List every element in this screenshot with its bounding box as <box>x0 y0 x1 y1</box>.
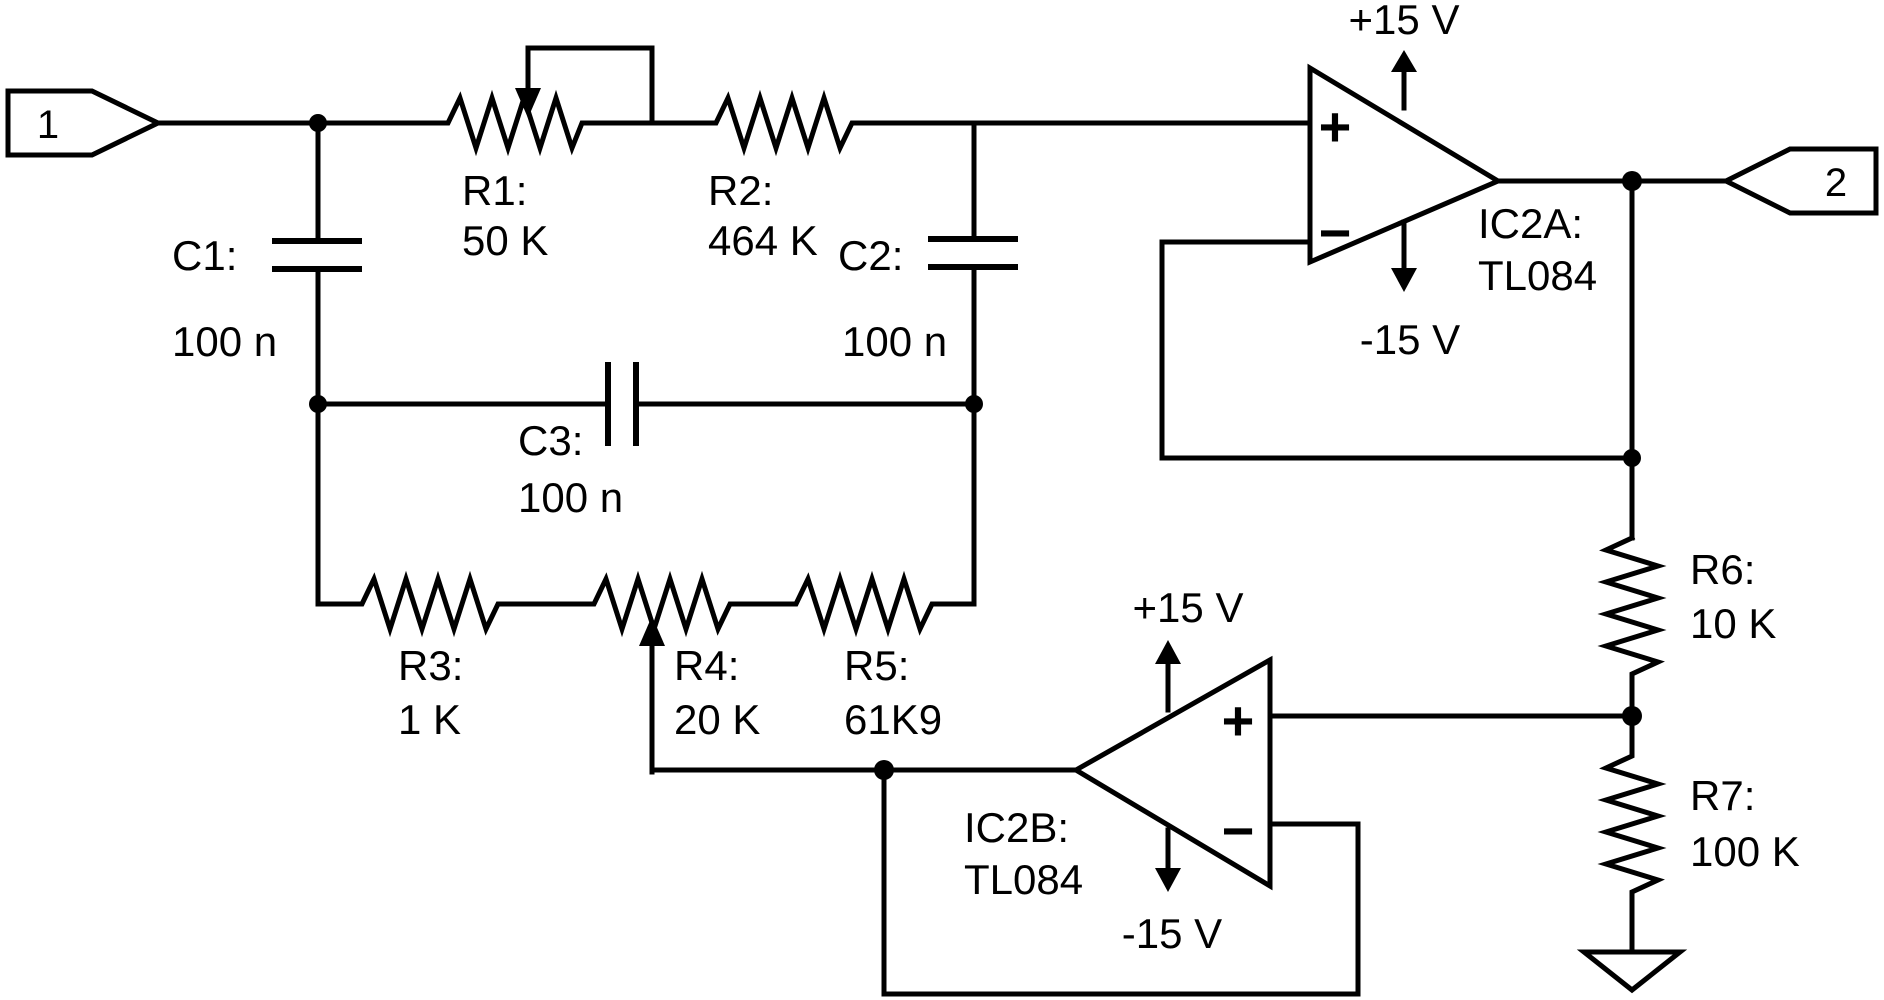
r6-value: 10 K <box>1690 600 1776 647</box>
c3-name: C3: <box>518 417 583 464</box>
r3-name: R3: <box>398 642 463 689</box>
c2-capacitor: C2: 100 n <box>838 120 1018 407</box>
ic2a-part: TL084 <box>1478 252 1597 299</box>
ic2b-name: IC2B: <box>964 804 1069 851</box>
r2-value: 464 K <box>708 217 818 264</box>
ic2b-plus-sign: + <box>1222 689 1255 752</box>
r4-value: 20 K <box>674 696 760 743</box>
c1-name: C1: <box>172 232 237 279</box>
r1-potentiometer: R1: 50 K <box>315 45 655 264</box>
r5-value: 61K9 <box>844 696 942 743</box>
r3-resistor: R3: 1 K <box>349 570 593 743</box>
c1-capacitor: C1: 100 n <box>172 120 362 407</box>
r4-name: R4: <box>674 642 739 689</box>
r7-name: R7: <box>1690 772 1755 819</box>
ic2b-vplus: +15 V <box>1133 584 1244 631</box>
c3-value: 100 n <box>518 474 623 521</box>
r5-name: R5: <box>844 642 909 689</box>
r4-potentiometer: R4: 20 K <box>587 570 797 775</box>
ic2a-vplus: +15 V <box>1349 0 1460 43</box>
ic2b-part: TL084 <box>964 856 1083 903</box>
ic2a-opamp: + − +15 V -15 V IC2A: TL084 <box>1307 0 1597 363</box>
ic2b-opamp: + − +15 V -15 V IC2B: TL084 <box>964 584 1273 957</box>
c2-name: C2: <box>838 232 903 279</box>
wire-ic2a-feedback <box>1159 239 1635 461</box>
wire-left-down <box>315 401 355 607</box>
c3-capacitor: C3: 100 n <box>315 362 977 521</box>
ic2a-minus-sign: − <box>1319 201 1352 264</box>
r1-value: 50 K <box>462 217 548 264</box>
r7-value: 100 K <box>1690 828 1800 875</box>
ic2b-vminus: -15 V <box>1122 910 1222 957</box>
ic2a-vminus: -15 V <box>1360 316 1460 363</box>
r3-value: 1 K <box>398 696 461 743</box>
input-port-label: 1 <box>37 103 59 147</box>
r7-resistor: R7: 100 K <box>1597 713 1800 953</box>
ic2b-minus-sign: − <box>1222 799 1255 862</box>
c2-value: 100 n <box>842 318 947 365</box>
r1-name: R1: <box>462 167 527 214</box>
junction-dots <box>309 114 1642 780</box>
r5-resistor: R5: 61K9 <box>791 401 977 743</box>
ic2a-name: IC2A: <box>1478 200 1583 247</box>
r2-name: R2: <box>708 167 773 214</box>
c1-value: 100 n <box>172 318 277 365</box>
wire-ic2b-feedback <box>881 767 1361 997</box>
ground-symbol <box>1576 949 1688 994</box>
r6-resistor: R6: 10 K <box>1597 534 1776 719</box>
input-port-1: 1 <box>5 88 164 158</box>
r6-name: R6: <box>1690 546 1755 593</box>
output-port-2: 2 <box>1720 146 1879 216</box>
r2-resistor: R2: 464 K <box>649 89 977 264</box>
ic2a-plus-sign: + <box>1319 95 1352 158</box>
output-port-label: 2 <box>1825 161 1847 205</box>
